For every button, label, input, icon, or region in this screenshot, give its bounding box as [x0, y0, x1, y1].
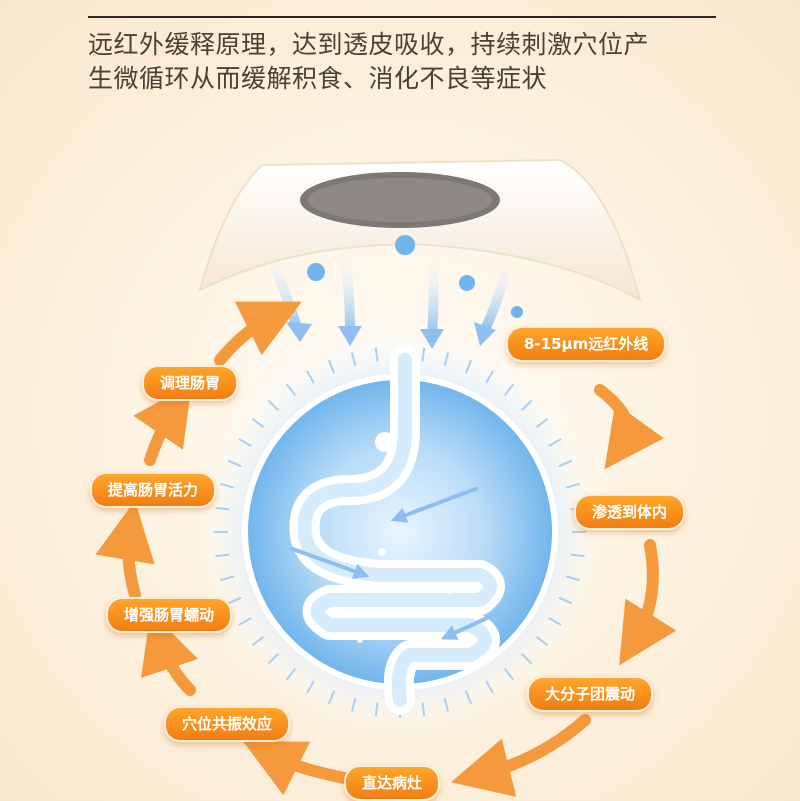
- far-infrared-patch-icon: [200, 160, 640, 300]
- infrared-ray-icons: [268, 250, 512, 335]
- step-molecule-vibrate: 大分子团震动: [527, 676, 653, 712]
- step-penetrate: 渗透到体内: [574, 494, 685, 530]
- step-regulate-stomach: 调理肠胃: [142, 365, 238, 401]
- step-improve-activity: 提高肠胃活力: [90, 472, 216, 508]
- step-far-infrared: 8-15μm远红外线: [506, 326, 666, 362]
- step-enhance-peristalsis: 增强肠胃蠕动: [106, 597, 232, 633]
- step-acupoint-resonance: 穴位共振效应: [164, 706, 290, 742]
- step-reach-lesion: 直达病灶: [344, 765, 440, 801]
